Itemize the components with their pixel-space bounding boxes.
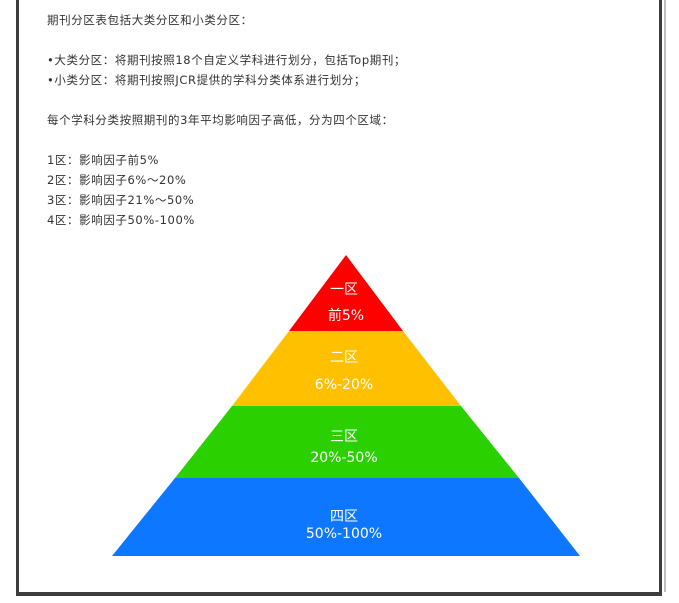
pyramid-tier-1 [289,255,403,331]
article-content: 期刊分区表包括大类分区和小类分区： •大类分区：将期刊按照18个自定义学科进行划… [47,10,649,230]
description-text: 每个学科分类按照期刊的3年平均影响因子高低，分为四个区域： [47,113,394,127]
intro-text: 期刊分区表包括大类分区和小类分区： [47,13,253,27]
pyramid-tier-4 [112,478,580,556]
zone-1-text: 1区：影响因子前5% [47,153,160,167]
pyramid-tier-2-name: 二区 [330,350,358,366]
pyramid-tier-4-range: 50%-100% [306,526,382,542]
pyramid-tier-3-range: 20%-50% [310,450,377,466]
pyramid-tier-3-name: 三区 [330,429,358,445]
pyramid-tier-2 [232,331,461,406]
zone-4-text: 4区：影响因子50%-100% [47,213,195,227]
pyramid-tier-4-name: 四区 [330,509,358,525]
bullet-minor-category: •小类分区：将期刊按照JCR提供的学科分类体系进行划分； [47,73,366,87]
pyramid-tier-1-range: 前5% [328,307,364,324]
zone-2-text: 2区：影响因子6%～20% [47,173,187,187]
pyramid-tier-2-range: 6%-20% [315,377,373,393]
bullet-major-category: •大类分区：将期刊按照18个自定义学科进行划分，包括Top期刊； [47,53,407,67]
pyramid-tier-3 [175,406,519,478]
pyramid-tier-1-name: 一区 [330,282,358,298]
zone-3-text: 3区：影响因子21%～50% [47,193,195,207]
